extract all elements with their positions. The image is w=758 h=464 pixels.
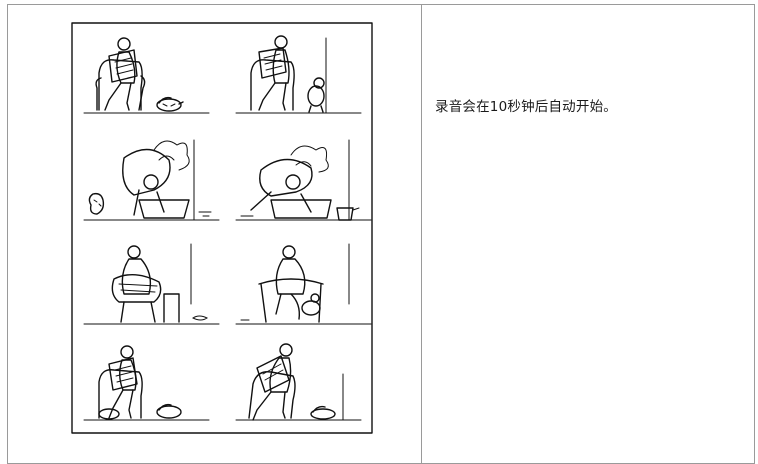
recording-instruction: 录音会在10秒钟后自动开始。 xyxy=(435,99,617,115)
image-cell xyxy=(8,5,421,463)
comic-strip-image xyxy=(71,22,373,434)
comic-panel-8 xyxy=(235,343,362,421)
content-table: 录音会在10秒钟后自动开始。 xyxy=(7,4,755,464)
comic-panel-4 xyxy=(235,139,372,221)
comic-panel-1 xyxy=(83,37,210,114)
comic-panel-3 xyxy=(83,139,220,221)
comic-panel-7 xyxy=(83,345,210,421)
comic-panel-6 xyxy=(235,243,372,325)
comic-panel-2 xyxy=(235,35,362,114)
text-cell: 录音会在10秒钟后自动开始。 xyxy=(422,5,754,463)
comic-panel-5 xyxy=(83,243,220,325)
cell-divider xyxy=(421,5,422,463)
